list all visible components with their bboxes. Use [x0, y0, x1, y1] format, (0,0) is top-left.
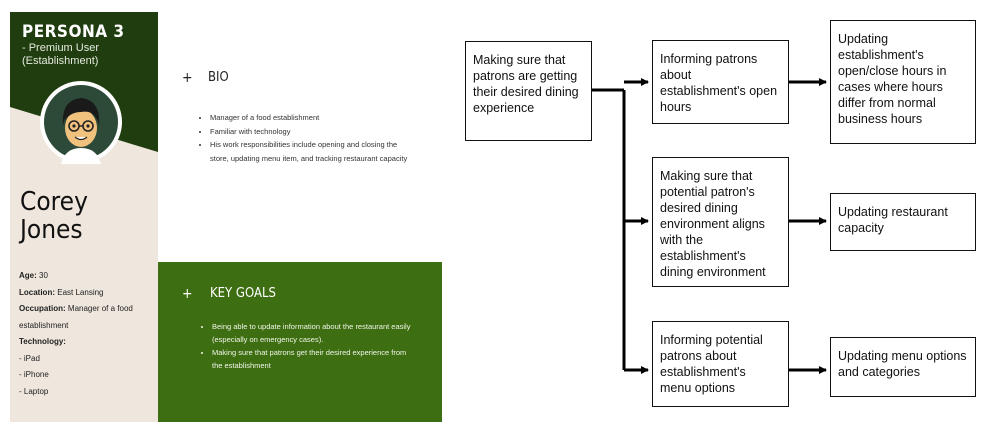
key-goals-heading: KEY GOALS [210, 286, 276, 301]
dining-environment-box: Making sure that potential patron's desi… [652, 157, 789, 287]
open-hours-box: Informing patrons about establishment's … [652, 40, 789, 124]
update-capacity-box: Updating restaurant capacity [830, 193, 976, 251]
list-item: Familiar with technology [210, 125, 410, 139]
persona-name: Corey Jones [20, 187, 88, 245]
occupation-label: Occupation: [19, 304, 66, 313]
technology-item: - iPad [19, 353, 40, 363]
root-goal-box: Making sure that patrons are getting the… [465, 41, 592, 141]
persona-details: Age: 30 Location: East Lansing Occupatio… [19, 268, 159, 400]
plus-icon: + [182, 286, 193, 302]
avatar [40, 81, 122, 164]
occupation-value: Manager of a food establishment [19, 304, 133, 330]
technology-label: Technology: [19, 337, 66, 346]
update-hours-box: Updating establishment's open/close hour… [830, 20, 976, 144]
bio-list: Manager of a food establishment Familiar… [198, 111, 410, 166]
age-value: 30 [39, 271, 48, 280]
list-item: Manager of a food establishment [210, 111, 410, 125]
technology-item: - iPhone [19, 370, 49, 379]
list-item: Being able to update information about t… [212, 320, 412, 346]
bio-heading: BIO [208, 70, 229, 85]
persona-subtitle: - Premium User (Establishment) [22, 42, 100, 67]
list-item: His work responsibilities include openin… [210, 138, 410, 165]
age-label: Age: [19, 271, 37, 280]
menu-options-box: Informing potential patrons about establ… [652, 321, 789, 407]
goals-list: Being able to update information about t… [200, 320, 412, 372]
update-menu-box: Updating menu options and categories [830, 337, 976, 397]
bio-panel: + BIO Manager of a food establishment Fa… [158, 12, 442, 262]
list-item: Making sure that patrons get their desir… [212, 346, 412, 372]
location-value: East Lansing [57, 287, 104, 297]
plus-icon: + [182, 70, 193, 86]
technology-item: - Laptop [19, 386, 49, 396]
persona-card: PERSONA 3 - Premium User (Establishment)… [10, 12, 442, 422]
key-goals-panel: + KEY GOALS Being able to update informa… [158, 262, 442, 422]
persona-title: PERSONA 3 [22, 22, 125, 42]
location-label: Location: [19, 287, 55, 297]
